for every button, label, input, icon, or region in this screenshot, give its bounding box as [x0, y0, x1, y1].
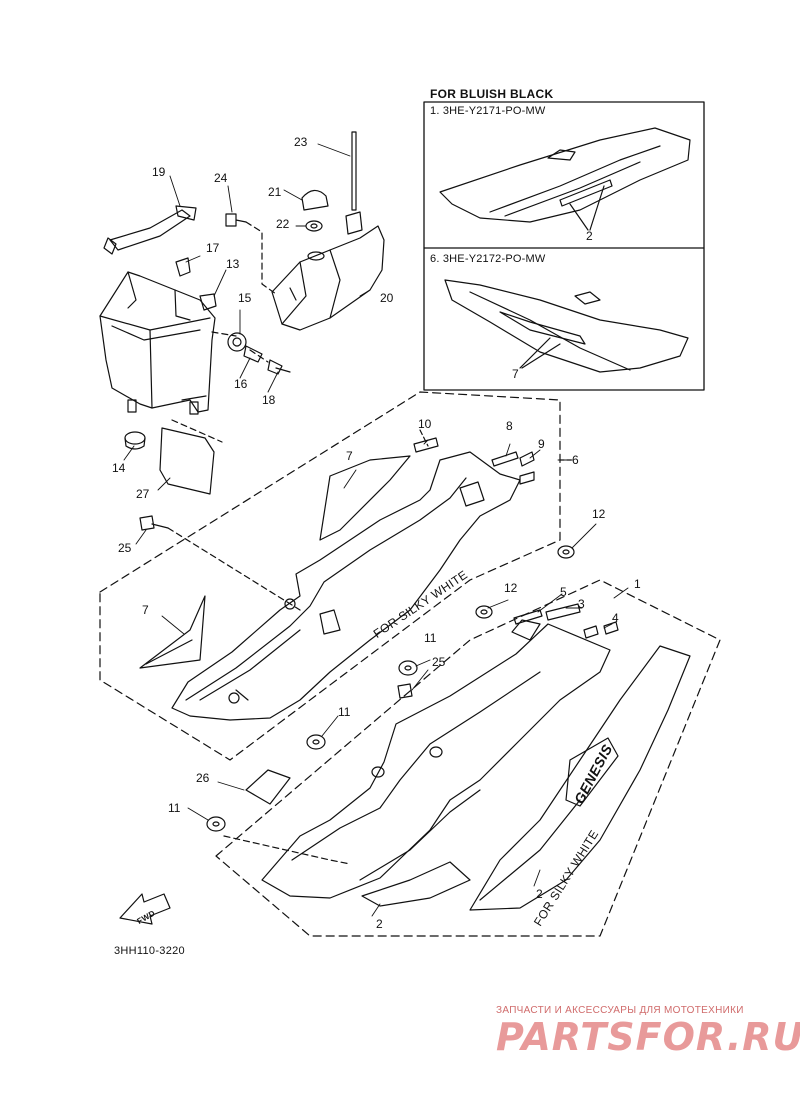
grommet-11-a: [398, 660, 418, 676]
callout-25-lower: 25: [432, 655, 446, 669]
callout-25-upper: 25: [118, 541, 132, 555]
collar-bolt: [227, 332, 291, 375]
reservoir-tank: [271, 225, 385, 331]
callout-9: 9: [538, 437, 545, 451]
breather-hose: [351, 131, 357, 211]
callout-24: 24: [214, 171, 228, 185]
plate-27: [159, 427, 215, 495]
inset-upper-cover: [439, 127, 691, 231]
grommet-12-lower: [475, 605, 493, 619]
lower-trim-left: [361, 861, 471, 907]
callout-27: 27: [136, 487, 150, 501]
side-cover-left-trim: [139, 595, 206, 669]
callout-7-upper: 7: [346, 449, 353, 463]
callout-5: 5: [560, 585, 567, 599]
inset-lower-cover: [444, 279, 689, 373]
callout-18: 18: [262, 393, 276, 407]
diagram-code: 3HH110-3220: [114, 945, 185, 957]
screw-25-lower: [397, 683, 413, 699]
side-cover-upper-trim: [319, 455, 411, 541]
callout-20: 20: [380, 291, 394, 305]
callout-2-right: 2: [536, 887, 543, 901]
grommet-11-b: [306, 734, 326, 750]
inset-title: FOR BLUISH BLACK: [430, 87, 554, 101]
callout-11-middle: 11: [338, 705, 351, 719]
band-8: [491, 451, 519, 467]
callout-12-lower: 12: [504, 581, 518, 595]
callout-7-lower: 7: [142, 603, 149, 617]
fwd-arrow-icon: [119, 893, 171, 925]
callout-4: 4: [612, 611, 619, 625]
side-cover-6: [171, 451, 521, 721]
callout-3: 3: [578, 597, 585, 611]
callout-15: 15: [238, 291, 252, 305]
callout-6: 6: [572, 453, 579, 467]
band-9: [519, 451, 535, 485]
inset-lower-part-code: 6. 3HE-Y2172-PO-MW: [430, 253, 546, 265]
callout-10: 10: [418, 417, 432, 431]
screw-24: [225, 213, 247, 227]
callout-12-upper: 12: [592, 507, 606, 521]
inset-upper-part-code: 1. 3HE-Y2171-PO-MW: [430, 105, 546, 117]
callout-16: 16: [234, 377, 248, 391]
callout-11-lower: 11: [168, 801, 181, 815]
callout-1: 1: [634, 577, 641, 591]
callout-14: 14: [112, 461, 126, 475]
side-cover-group-outline: [99, 391, 561, 761]
pad-26: [245, 769, 291, 805]
callout-8: 8: [506, 419, 513, 433]
band-4: [583, 621, 619, 639]
band-5: [513, 609, 543, 625]
washer: [305, 220, 323, 232]
callout-22: 22: [276, 217, 290, 231]
bracket-13: [199, 293, 217, 311]
damper-14: [124, 431, 146, 450]
side-cover-1: [261, 619, 611, 899]
callout-21: 21: [268, 185, 282, 199]
tank-cap: [301, 189, 329, 211]
battery-strap: [103, 205, 197, 255]
band-3: [545, 603, 581, 621]
graphic-decal: [469, 645, 691, 911]
bluish-black-inset: [423, 101, 705, 391]
callout-17: 17: [206, 241, 220, 255]
callout-26: 26: [196, 771, 210, 785]
grommet-11-c: [206, 816, 226, 832]
screw-25-upper: [139, 515, 169, 531]
callout-2-left: 2: [376, 917, 383, 931]
callout-11-upper: 11: [424, 631, 437, 645]
bracket-17: [175, 257, 191, 277]
inset-lower-callout: 7: [512, 367, 519, 381]
grommet-10: [413, 437, 439, 453]
callout-19: 19: [152, 165, 166, 179]
grommet-12-upper: [557, 545, 575, 559]
watermark-logo: PARTSFOR.RU: [496, 1015, 800, 1059]
inset-upper-callout: 2: [586, 229, 593, 243]
side-cover-1-outline: [215, 579, 721, 937]
callout-23: 23: [294, 135, 308, 149]
watermark-tagline: ЗАПЧАСТИ И АКСЕССУАРЫ ДЛЯ МОТОТЕХНИКИ: [496, 1005, 744, 1016]
battery-box: [99, 271, 216, 415]
callout-13: 13: [226, 257, 240, 271]
